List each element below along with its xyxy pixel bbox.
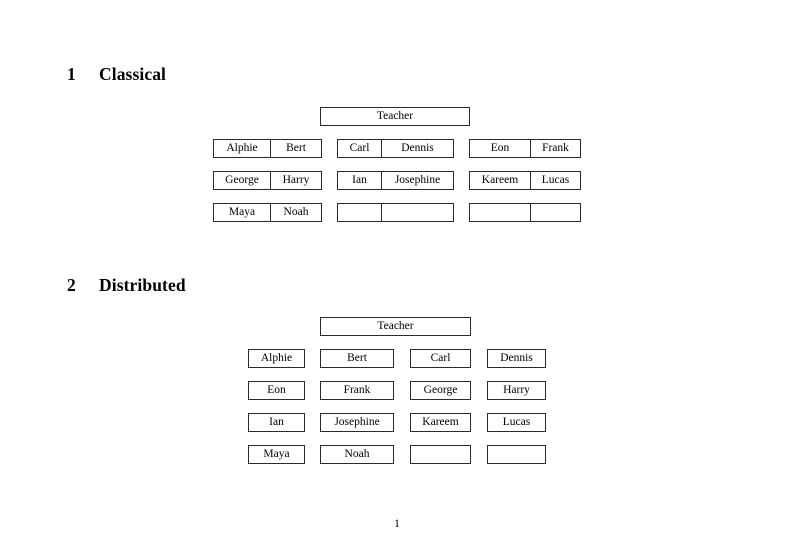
distributed-cell-box: George (410, 381, 471, 400)
distributed-cell-box: Carl (410, 349, 471, 368)
page-number: 1 (394, 518, 400, 530)
table-cell: Ian (352, 174, 367, 186)
distributed-cell-box: Alphie (248, 349, 305, 368)
table-cell: Bert (270, 140, 321, 157)
distributed-cell-box: Eon (248, 381, 305, 400)
table-cell: Harry (270, 172, 321, 189)
distributed-cell-box (487, 445, 546, 464)
distributed-cell-box: Lucas (487, 413, 546, 432)
classical-group-right-row: Eon Frank (469, 139, 581, 158)
classical-group-right-row: Kareem Lucas (469, 171, 581, 190)
table-cell: Josephine (381, 172, 453, 189)
table-cell: Alphie (226, 142, 258, 154)
classical-teacher-box: Teacher (320, 107, 470, 126)
distributed-cell-box: Noah (320, 445, 394, 464)
table-cell: Frank (530, 140, 580, 157)
section-number: 2 (67, 275, 76, 295)
distributed-cell-box: Maya (248, 445, 305, 464)
classical-group-right-row (469, 203, 581, 222)
table-cell: Maya (228, 206, 256, 218)
distributed-cell-box: Bert (320, 349, 394, 368)
table-cell (338, 204, 381, 221)
table-cell: Kareem (481, 174, 519, 186)
distributed-cell-box: Frank (320, 381, 394, 400)
section-number: 1 (67, 64, 76, 84)
table-cell (381, 204, 453, 221)
table-cell: Noah (270, 204, 321, 221)
table-cell (530, 204, 580, 221)
distributed-cell-box: Dennis (487, 349, 546, 368)
section-title: Distributed (99, 275, 186, 295)
table-cell: Lucas (530, 172, 580, 189)
table-cell: George (225, 174, 259, 186)
distributed-cell-box: Harry (487, 381, 546, 400)
section-heading-distributed: 2 Distributed (67, 275, 186, 295)
distributed-teacher-box: Teacher (320, 317, 471, 336)
distributed-cell-box (410, 445, 471, 464)
classical-group-left-row: Alphie Bert (213, 139, 322, 158)
distributed-cell-box: Josephine (320, 413, 394, 432)
table-cell: Carl (349, 142, 370, 154)
table-cell: Eon (490, 142, 510, 154)
classical-group-middle-row: Ian Josephine (337, 171, 454, 190)
classical-group-left-row: George Harry (213, 171, 322, 190)
table-cell (470, 204, 530, 221)
classical-group-middle-row (337, 203, 454, 222)
distributed-cell-box: Ian (248, 413, 305, 432)
section-title: Classical (99, 64, 167, 84)
classical-group-middle-row: Carl Dennis (337, 139, 454, 158)
table-cell: Dennis (381, 140, 453, 157)
section-heading-classical: 1 Classical (67, 64, 167, 84)
classical-group-left-row: Maya Noah (213, 203, 322, 222)
distributed-cell-box: Kareem (410, 413, 471, 432)
